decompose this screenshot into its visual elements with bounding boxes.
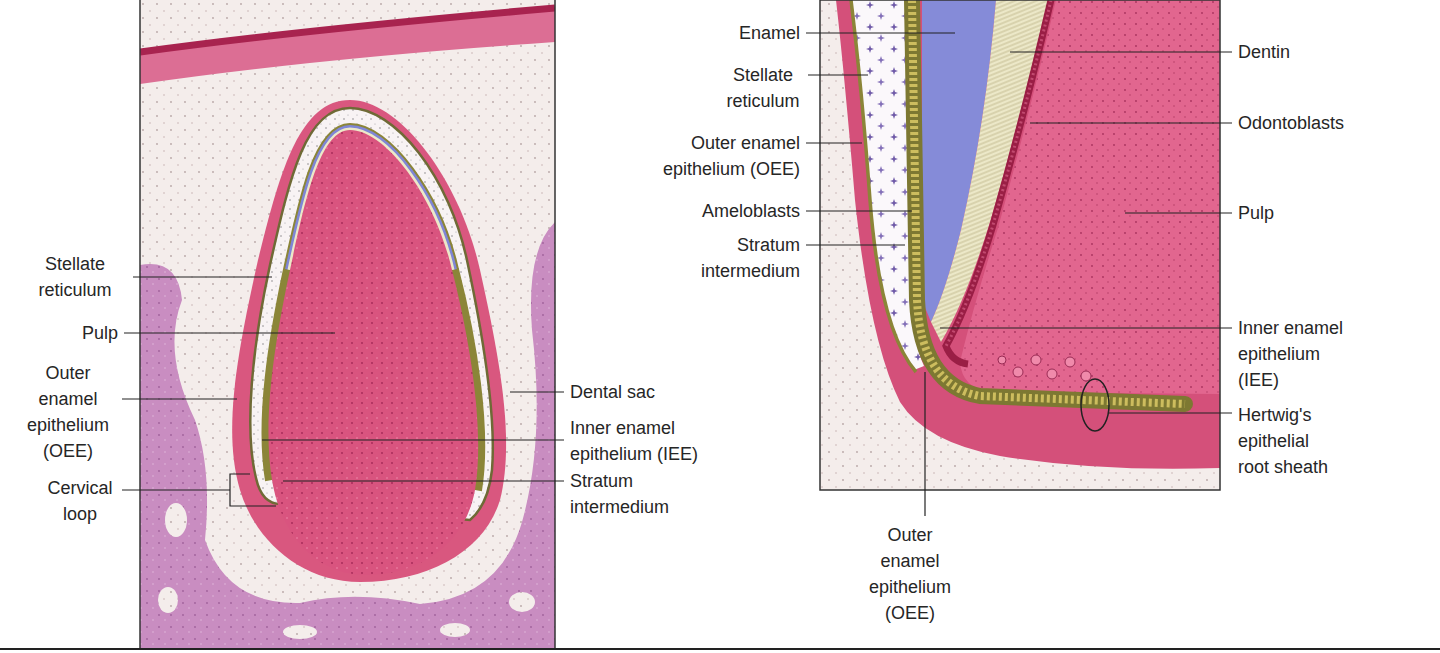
leader-line — [808, 74, 868, 75]
leader-line — [510, 391, 564, 392]
leader-line — [806, 210, 912, 211]
ameloblast-cells — [912, 0, 1185, 404]
part-label: Stratum intermedium — [570, 468, 700, 520]
pulp-cell — [1031, 355, 1041, 365]
part-label: Inner enamel epithelium (IEE) — [570, 415, 742, 467]
part-label: Hertwig's epithelial root sheath — [1238, 402, 1342, 480]
panel-frame — [554, 0, 556, 648]
leader-line — [124, 332, 335, 333]
part-label: Ameloblasts — [680, 198, 800, 224]
part-label: Cervical loop — [35, 475, 125, 527]
leader-line — [1010, 51, 1232, 52]
odontoblast-layer — [946, 0, 1051, 364]
dental-sac — [232, 100, 506, 582]
leader-line — [1030, 122, 1232, 123]
dental-sac — [836, 0, 1220, 469]
part-label: Outer enamel epithelium (OEE) — [620, 130, 800, 182]
leader-line — [1125, 212, 1232, 213]
part-label: Enamel — [690, 20, 800, 46]
mesenchyme — [140, 0, 555, 648]
part-label: Outer enamel epithelium (OEE) — [18, 360, 118, 464]
part-label: Stratum intermedium — [680, 232, 800, 284]
leader-line — [283, 480, 564, 481]
leader-line — [940, 327, 1232, 328]
pulp-cell — [1065, 357, 1075, 367]
part-label: Dental sac — [570, 379, 710, 405]
pulp-cell — [1013, 367, 1023, 377]
leader-line — [806, 142, 862, 143]
leader-line — [133, 276, 272, 277]
part-label: Outer enamel epithelium (OEE) — [860, 522, 960, 626]
leader-line — [230, 474, 276, 506]
oral-epithelium — [140, 8, 555, 84]
leader-line — [924, 372, 925, 516]
bone-space — [283, 625, 317, 639]
bone-space — [509, 592, 535, 612]
leader-line — [122, 398, 237, 399]
highlight-oval — [1081, 379, 1109, 431]
leader-line — [806, 32, 955, 33]
bottom-rule — [0, 648, 1440, 650]
leader-line — [1109, 412, 1232, 413]
leader-line — [122, 489, 230, 490]
bone-space — [165, 503, 187, 537]
pulp-cell — [1081, 371, 1091, 381]
ameloblast-layer — [912, 0, 1185, 404]
part-label: Inner enamel epithelium (IEE) — [1238, 315, 1356, 393]
part-label: Pulp — [1238, 200, 1368, 226]
bone-space — [158, 587, 178, 613]
part-label: Dentin — [1238, 39, 1368, 65]
leader-line — [262, 439, 564, 440]
bell-stage-germ — [140, 0, 555, 648]
part-label: Stellate reticulum — [713, 62, 813, 114]
pulp-cell — [1047, 369, 1057, 379]
bone-space — [440, 623, 470, 637]
dental-pulp — [268, 130, 478, 575]
pulp-cell — [998, 356, 1006, 364]
panel-frame — [139, 0, 141, 648]
part-label: Odontoblasts — [1238, 110, 1388, 136]
leader-line — [806, 244, 905, 245]
dentin — [931, 0, 1048, 342]
oral-epithelium-edge — [140, 8, 555, 52]
part-label: Pulp — [40, 320, 118, 346]
part-label: Stellate reticulum — [20, 251, 130, 303]
